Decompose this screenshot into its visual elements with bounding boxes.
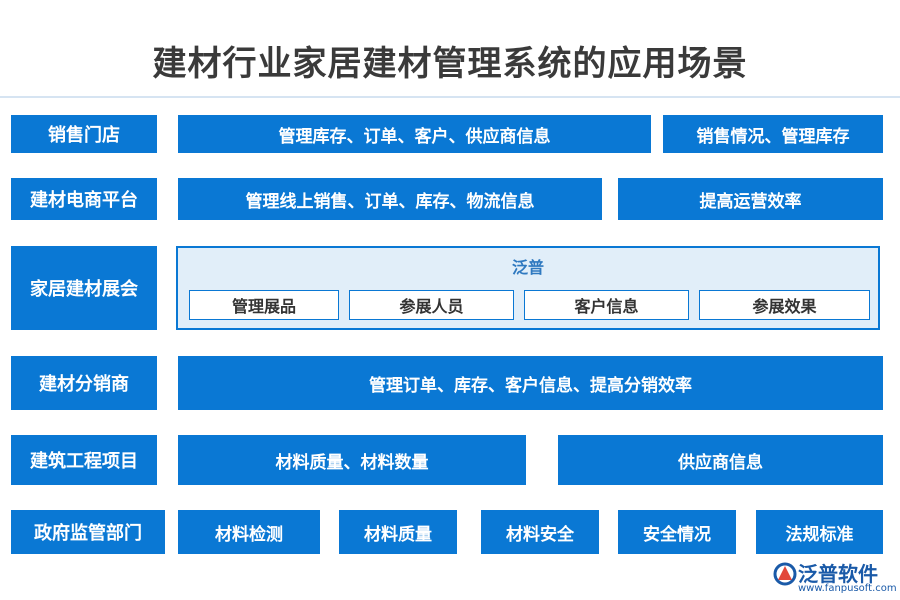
expo-item-exhibits: 管理展品 (189, 290, 339, 320)
government-item-3: 材料安全 (481, 510, 599, 554)
row-label-government: 政府监管部门 (11, 510, 165, 554)
construction-item-2: 供应商信息 (558, 435, 883, 485)
expo-item-effect: 参展效果 (699, 290, 870, 320)
logo-name: 泛普软件 (798, 562, 878, 586)
construction-item-1: 材料质量、材料数量 (178, 435, 526, 485)
sales-store-item-1: 管理库存、订单、客户、供应商信息 (178, 115, 651, 153)
fanpu-logo-icon (773, 562, 797, 586)
fanpu-logo: 泛普软件 www.fanpusoft.com (766, 556, 897, 596)
government-item-1: 材料检测 (178, 510, 320, 554)
page-title: 建材行业家居建材管理系统的应用场景 (152, 44, 748, 84)
government-item-4: 安全情况 (618, 510, 736, 554)
expo-group-title: 泛普 (511, 258, 544, 277)
expo-item-participants: 参展人员 (349, 290, 514, 320)
government-item-5: 法规标准 (756, 510, 883, 554)
government-item-2: 材料质量 (339, 510, 457, 554)
row-label-expo: 家居建材展会 (11, 246, 157, 330)
expo-group-panel: 泛普 管理展品 参展人员 客户信息 参展效果 (176, 246, 880, 330)
distributor-item-1: 管理订单、库存、客户信息、提高分销效率 (178, 356, 883, 410)
ecommerce-item-2: 提高运营效率 (618, 178, 883, 220)
row-label-sales-store: 销售门店 (11, 115, 157, 153)
sales-store-item-2: 销售情况、管理库存 (663, 115, 883, 153)
logo-url: www.fanpusoft.com (798, 583, 897, 594)
expo-item-customer-info: 客户信息 (524, 290, 689, 320)
row-label-distributor: 建材分销商 (11, 356, 157, 410)
ecommerce-item-1: 管理线上销售、订单、库存、物流信息 (178, 178, 602, 220)
row-label-ecommerce: 建材电商平台 (11, 178, 157, 220)
title-divider (0, 96, 900, 98)
row-label-construction: 建筑工程项目 (11, 435, 157, 485)
